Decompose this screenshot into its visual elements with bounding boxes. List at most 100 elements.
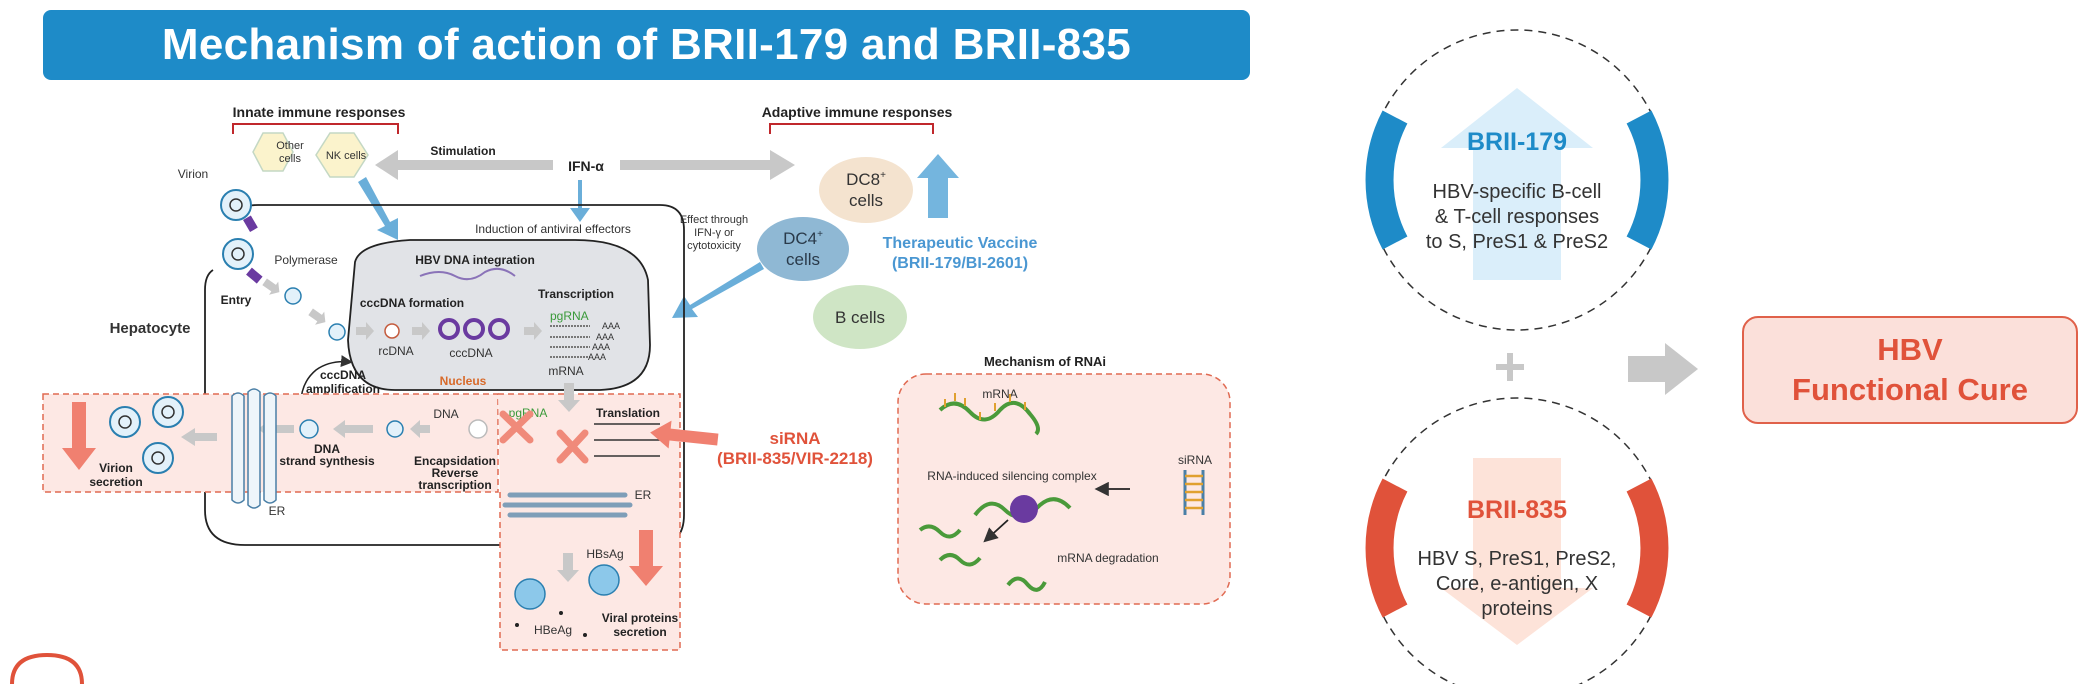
hbeag-label: HBeAg — [534, 623, 572, 637]
transcription-label: Transcription — [538, 287, 614, 301]
viral-proteins-line2: secretion — [613, 625, 666, 639]
pgrna-label: pgRNA — [550, 309, 589, 323]
b-cells-label: B cells — [835, 308, 885, 327]
er-label-2: ER — [635, 488, 652, 502]
plus-label: + — [1497, 345, 1523, 385]
cccdna-circle-3 — [488, 318, 510, 340]
ifn-to-adaptive-arrow — [620, 150, 795, 180]
risc-label: RNA-induced silencing complex — [927, 469, 1096, 483]
transcripts — [550, 325, 590, 358]
nk-cells-label: NK cells — [326, 150, 367, 162]
secreted-virion-1 — [109, 406, 141, 438]
nucleocapsid-2 — [328, 323, 346, 341]
dc8-cell — [819, 157, 913, 223]
cccdna-amp-line1: cccDNA — [320, 368, 366, 382]
aaa-3: AAA — [592, 342, 610, 352]
effect-line1: Effect through — [680, 214, 748, 226]
innate-effect-arrow — [358, 177, 398, 240]
innate-label: Innate immune responses — [233, 104, 406, 120]
dc4-cell — [757, 217, 849, 281]
degradation-arrow — [983, 519, 1009, 543]
hepatocyte-label: Hepatocyte — [110, 320, 191, 337]
title-banner: Mechanism of action of BRII-179 and BRII… — [43, 10, 1250, 80]
to-cure-arrow — [1628, 343, 1698, 395]
other-cells-line1: Other — [276, 140, 304, 152]
brii179-left-arc — [1365, 110, 1408, 250]
virion-particle — [220, 189, 252, 221]
rnai-mrna-label: mRNA — [982, 387, 1017, 401]
brii835-text-line2: Core, e-antigen, X — [1435, 573, 1599, 595]
brii179-right-arc — [1626, 110, 1669, 250]
receptor-2 — [246, 267, 263, 284]
nk-cells-hexagon — [315, 132, 369, 178]
brii179-text-line1: HBV-specific B-cell — [1432, 181, 1602, 203]
encapsidation-line1: Encapsidation — [414, 454, 496, 468]
virion-secretion-line1: Virion — [99, 461, 133, 475]
mature-capsid — [299, 419, 319, 439]
nucleocapsid-1 — [284, 287, 302, 305]
rnai-mrna-strand — [938, 401, 1040, 436]
dc4-effect-arrow — [672, 262, 764, 318]
capsid-dna — [386, 420, 404, 438]
brii835-title: BRII-835 — [1466, 496, 1568, 524]
b-cell — [813, 285, 907, 349]
sirna-arrow — [650, 420, 719, 449]
er-label-1: ER — [269, 504, 286, 518]
brii835-description: HBV S, PreS1, PreS2, Core, e-antigen, X … — [1397, 547, 1637, 622]
virion-label: Virion — [178, 167, 208, 181]
cure-line2: Functional Cure — [1792, 372, 2028, 407]
virion-secretion-line2: secretion — [89, 475, 142, 489]
other-cells-line2: cells — [279, 153, 302, 165]
rcdna-circle — [384, 323, 400, 339]
dna-synthesis-line2: strand synthesis — [279, 454, 375, 468]
fragment-1 — [918, 524, 962, 539]
brii179-description: HBV-specific B-cell & T-cell responses t… — [1407, 180, 1627, 255]
stimulation-label: Stimulation — [430, 144, 495, 158]
brii835-text-line1: HBV S, PreS1, PreS2, — [1417, 548, 1617, 570]
rnai-title: Mechanism of RNAi — [984, 354, 1106, 369]
effect-line2: IFN-γ or — [694, 227, 734, 239]
polymerase-label: Polymerase — [274, 253, 338, 267]
aaa-4: AAA — [588, 352, 606, 362]
dc8-cells-label: cells — [849, 191, 883, 210]
ifn-alpha-label: IFN-α — [568, 158, 604, 174]
innate-bracket — [232, 123, 399, 134]
pregenome-capsid — [468, 419, 488, 439]
dc4-label: DC4+ — [783, 229, 823, 248]
aaa-2: AAA — [596, 332, 614, 342]
rnai-sirna-label: siRNA — [1178, 453, 1212, 467]
hbsag-particle-1 — [514, 578, 546, 610]
page-title: Mechanism of action of BRII-179 and BRII… — [161, 20, 1132, 69]
secreted-virion-3 — [142, 442, 174, 474]
fragment-3 — [1006, 576, 1047, 592]
block-x-2 — [556, 429, 589, 464]
degradation-label: mRNA degradation — [1057, 551, 1158, 565]
viral-proteins-line1: Viral proteins — [602, 611, 679, 625]
integration-label: HBV DNA integration — [415, 253, 535, 267]
rcdna-label: rcDNA — [378, 344, 413, 358]
induction-label: Induction of antiviral effectors — [475, 222, 631, 236]
translation-label: Translation — [596, 406, 660, 420]
er-stack-left — [231, 388, 277, 509]
protein-secretion-arrow — [629, 530, 663, 586]
hbsag-label: HBsAg — [586, 547, 623, 561]
cccdna-label: cccDNA — [449, 346, 492, 360]
cccdna-circle-2 — [463, 318, 485, 340]
translation-lines — [594, 423, 660, 457]
ifn-effect-arrow — [570, 180, 590, 222]
block-x-1 — [499, 410, 534, 444]
brii835-left-arc — [1365, 478, 1408, 618]
vaccine-label-line1: Therapeutic Vaccine — [883, 235, 1038, 252]
adaptive-bracket — [769, 123, 934, 134]
sirna-label-line2: (BRII-835/VIR-2218) — [717, 449, 873, 468]
brii179-title: BRII-179 — [1466, 128, 1568, 156]
dna-label: DNA — [433, 407, 458, 421]
vaccine-label-line2: (BRII-179/BI-2601) — [892, 255, 1028, 272]
functional-cure-box: HBV Functional Cure — [1742, 316, 2078, 424]
brii835-right-arc — [1626, 478, 1669, 618]
vaccine-up-arrow — [917, 154, 959, 218]
rnai-box — [897, 373, 1231, 605]
plus-sign — [1496, 353, 1524, 381]
adaptive-label: Adaptive immune responses — [762, 104, 953, 120]
